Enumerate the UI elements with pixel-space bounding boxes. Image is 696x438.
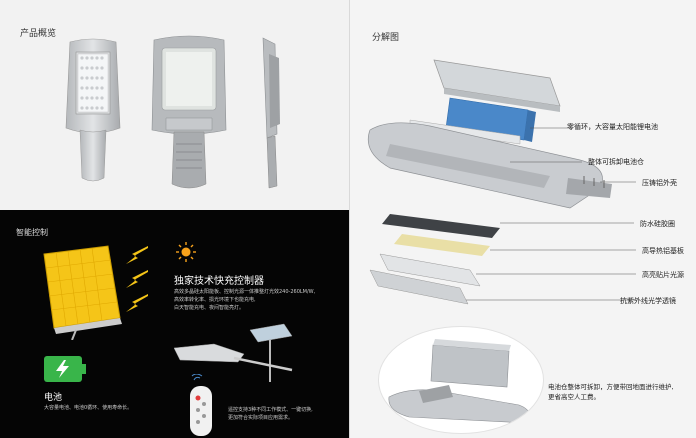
sun-icon	[176, 242, 196, 262]
controller-desc-line: 高效多晶硅太阳能板、控制光源一体推整灯光效240-260LM/W,	[174, 289, 316, 295]
lamp-side-view	[262, 37, 280, 189]
battery-removal-note: 电池仓整体可拆卸，方便带回地面进行维护, 更省高空人工费。	[548, 382, 674, 402]
exploded-diagram	[367, 59, 636, 305]
battery-removal-illustration	[388, 339, 530, 424]
smart-control-title: 智能控制	[16, 228, 48, 237]
smart-control-panel: 智能控制 独家技术快充控制器 高效多晶硅太阳能板、控制光源一体推整灯光效240-…	[0, 210, 349, 438]
callout-battery: 零循环，大容量太阳能锂电池	[567, 123, 658, 131]
streetlight-illustration	[174, 323, 293, 382]
controller-title: 独家技术快充控制器	[174, 276, 264, 287]
controller-desc-line: 高效率转化率、损光环境下也能充电,	[174, 297, 256, 303]
note-line: 更省高空人工费。	[548, 393, 600, 401]
battery-detail-oval	[378, 326, 544, 434]
exploded-view-title: 分解图	[372, 33, 400, 43]
exploded-view-panel: 分解图 零循环，大容量	[349, 0, 696, 438]
callout-housing: 压铸铝外壳	[642, 179, 677, 187]
sunlight-arrows-icon	[126, 246, 148, 312]
battery-title: 电池	[44, 393, 63, 403]
callout-gasket: 防水硅胶圈	[640, 220, 675, 228]
controller-description: 高效多晶硅太阳能板、控制光源一体推整灯光效240-260LM/W, 高效率转化率…	[174, 288, 334, 312]
callout-battery-compartment: 整体可拆卸电池仓	[588, 158, 644, 166]
callout-led-source: 高亮贴片光源	[642, 271, 684, 279]
battery-description: 大容量电池、电池0循环、使用寿命长。	[44, 405, 133, 411]
remote-control-image	[190, 374, 212, 436]
controller-desc-line: 白天智能充电、夜间智能亮灯。	[174, 305, 245, 311]
remote-description: 遥控支持3种不同工作模式、一键切换, 更加符合实际项目应用需求。	[228, 406, 346, 422]
remote-desc-line: 更加符合实际项目应用需求。	[228, 415, 294, 421]
callout-aluminum-board: 高导热铝基板	[642, 247, 684, 255]
note-line: 电池仓整体可拆卸，方便带回地面进行维护,	[548, 383, 674, 391]
lamp-back-view	[151, 35, 227, 189]
product-overview-panel: 产品概览	[0, 0, 349, 210]
lamp-front-view	[65, 38, 121, 182]
remote-desc-line: 遥控支持3种不同工作模式、一键切换,	[228, 407, 313, 413]
product-overview-title: 产品概览	[20, 29, 57, 39]
solar-panel-image	[43, 245, 122, 340]
battery-icon	[44, 356, 86, 382]
callout-lens: 抗紫外线光学透镜	[620, 297, 676, 305]
